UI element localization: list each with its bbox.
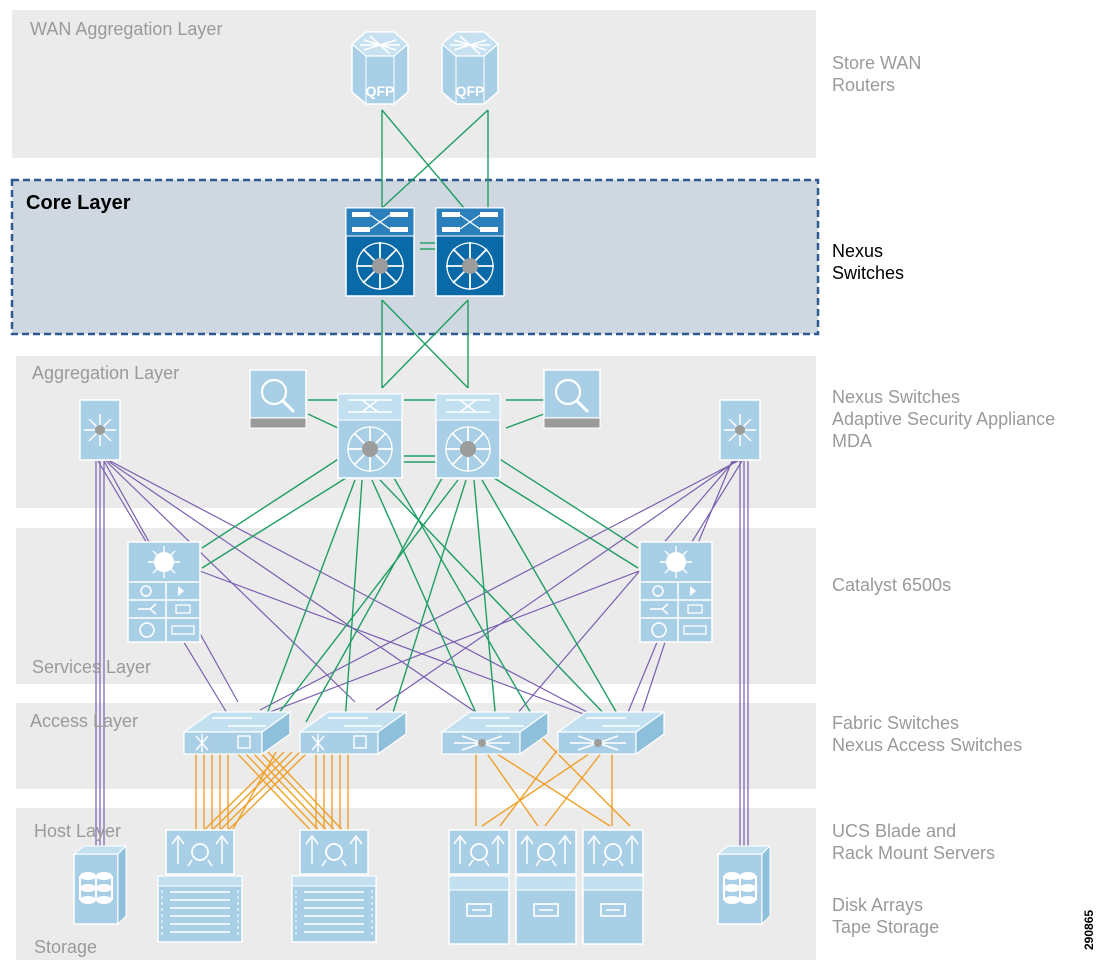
services-desc-line: Catalyst 6500s <box>832 575 952 595</box>
catalyst-6500-right <box>639 541 713 643</box>
core-desc-line: Nexus <box>832 241 884 261</box>
mda-switch-right <box>719 399 761 461</box>
disk-array-left <box>73 845 127 925</box>
wan-desc-line: Routers <box>832 75 896 95</box>
host-desc-line: UCS Blade and <box>832 821 957 841</box>
services-layer-label: Services Layer <box>32 657 152 677</box>
access-layer-description: Fabric Switches Nexus Access Switches <box>832 712 1022 756</box>
rack-server-3 <box>582 829 644 945</box>
band-core <box>10 178 820 336</box>
band-host <box>16 808 816 960</box>
core-layer-label: Core Layer <box>26 192 131 214</box>
core-nexus-switch-left <box>345 207 415 297</box>
peer-links <box>404 242 436 463</box>
ucs-blade-server-left <box>157 829 243 943</box>
agg-nexus-switch-right <box>435 393 501 479</box>
aggregation-desc-line: MDA <box>832 431 872 451</box>
mda-switch-left <box>79 399 121 461</box>
disk-array-right <box>717 845 771 925</box>
router-badge-left: QFP <box>366 83 395 99</box>
access-layer-label: Access Layer <box>30 711 139 731</box>
access-desc-line: Nexus Access Switches <box>832 735 1023 755</box>
access-desc-line: Fabric Switches <box>832 713 960 733</box>
router-badge-right: QFP <box>456 83 485 99</box>
band-aggregation <box>16 356 816 508</box>
services-layer-description: Catalyst 6500s <box>832 574 951 596</box>
green-links <box>201 109 639 723</box>
aggregation-layer-description: Nexus Switches Adaptive Security Applian… <box>832 386 1055 452</box>
rack-server-1 <box>448 829 510 945</box>
storage-desc-line: Tape Storage <box>832 917 940 937</box>
wan-desc-line: Store WAN <box>832 53 922 73</box>
band-wan <box>12 10 816 158</box>
wan-layer-label: WAN Aggregation Layer <box>30 19 223 39</box>
purple-links <box>95 460 749 875</box>
asa-appliance-left <box>248 368 308 430</box>
storage-desc-line: Disk Arrays <box>832 895 924 915</box>
rack-server-2 <box>515 829 577 945</box>
aggregation-desc-line: Nexus Switches <box>832 387 961 407</box>
core-layer-description: Nexus Switches <box>832 240 904 284</box>
host-layer-label: Host Layer <box>34 821 122 841</box>
aggregation-desc-line: Adaptive Security Appliance <box>832 409 1056 429</box>
agg-nexus-switch-left <box>337 393 403 479</box>
host-desc-line: Rack Mount Servers <box>832 843 996 863</box>
band-access <box>16 703 816 789</box>
ucs-blade-server-right <box>291 829 377 943</box>
host-layer-description: UCS Blade and Rack Mount Servers <box>832 820 995 864</box>
core-desc-line: Switches <box>832 263 905 283</box>
figure-id: 290865 <box>1082 909 1096 950</box>
storage-label: Storage <box>34 937 98 957</box>
wan-layer-description: Store WAN Routers <box>832 52 921 96</box>
catalyst-6500-left <box>127 541 201 643</box>
core-nexus-switch-right <box>435 207 505 297</box>
storage-description: Disk Arrays Tape Storage <box>832 894 939 938</box>
aggregation-layer-label: Aggregation Layer <box>32 363 180 383</box>
asa-appliance-right <box>542 368 602 430</box>
orange-links <box>195 735 631 839</box>
